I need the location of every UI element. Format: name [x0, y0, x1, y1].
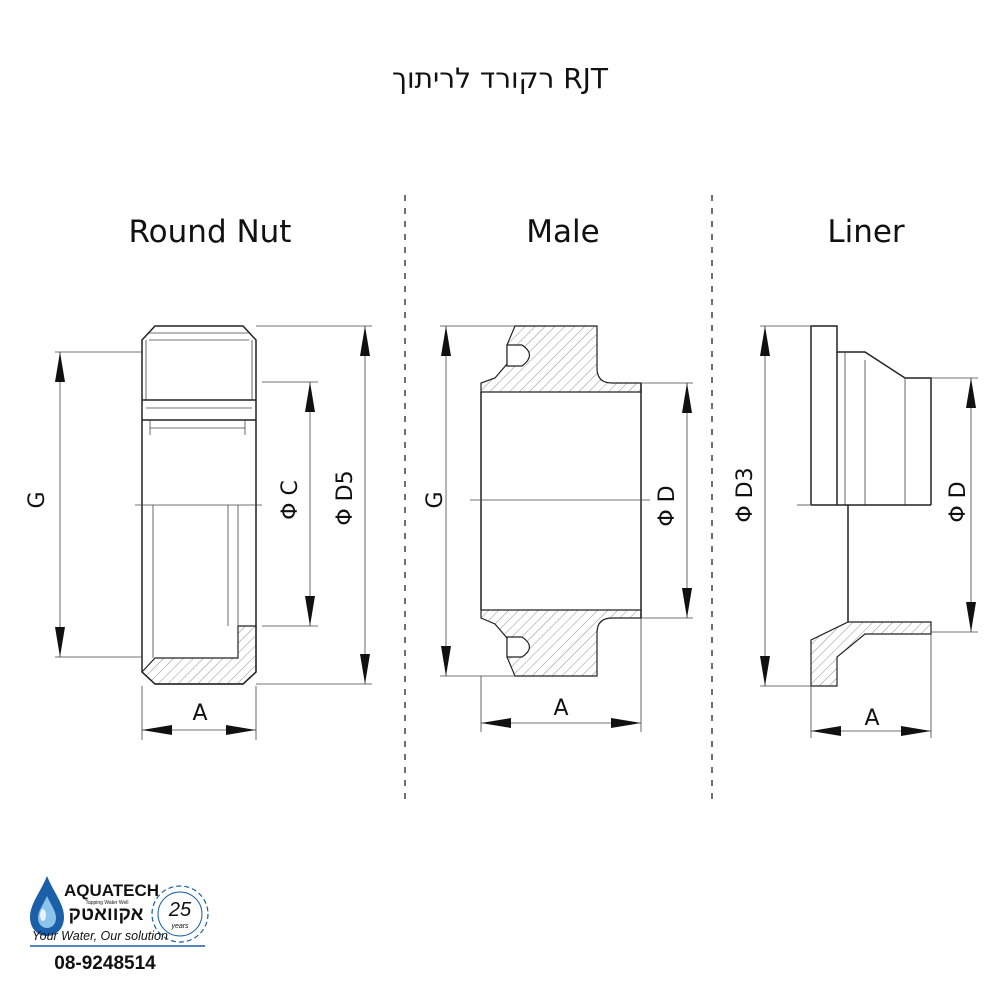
logo-phone: 08-9248514	[54, 953, 156, 974]
liner-dim-d: Φ D	[946, 481, 971, 522]
aquatech-logo	[30, 876, 209, 943]
male-title: Male	[526, 214, 599, 250]
round-nut-dim-c: Φ C	[278, 480, 303, 520]
logo-brand-en: AQUATECH	[64, 881, 159, 900]
liner-section	[760, 325, 978, 738]
liner-dim-d3: Φ D3	[733, 467, 758, 522]
male-dim-d: Φ D	[655, 485, 680, 526]
male-dim-a: A	[553, 696, 568, 721]
drawing-title: רקורד לריתוך RJT	[392, 62, 609, 95]
round-nut-dim-g: G	[25, 491, 50, 508]
round-nut-section	[55, 325, 372, 740]
male-section	[440, 325, 693, 732]
round-nut-title: Round Nut	[129, 214, 292, 250]
logo-brand-sub: Tapping Water Well	[85, 900, 128, 906]
liner-dim-a: A	[864, 706, 879, 731]
logo-tagline: Your Water, Our solution	[32, 929, 168, 943]
logo-years-label: years	[170, 923, 189, 930]
liner-title: Liner	[827, 214, 905, 250]
round-nut-dim-d5: Φ D5	[333, 470, 358, 525]
laurel-wreath-icon	[151, 885, 209, 943]
male-dim-g: G	[423, 491, 448, 508]
logo-brand-he: אקוואטק	[69, 904, 144, 925]
round-nut-dim-a: A	[192, 701, 207, 726]
logo-years-number: 25	[168, 899, 192, 921]
